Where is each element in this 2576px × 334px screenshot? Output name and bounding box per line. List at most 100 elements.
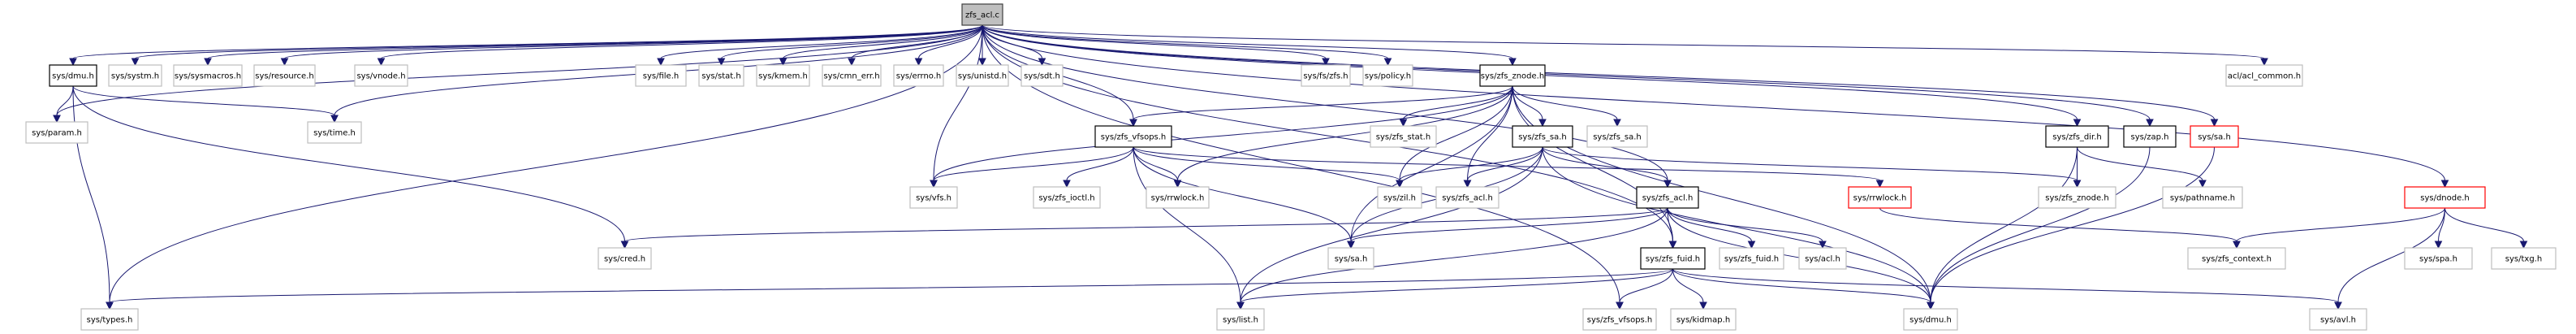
node-label: sys/zfs_vfsops.h [1587,316,1653,325]
edge-zfs_acl_c-to-sys_resource_h [280,24,983,67]
node-box [1033,186,1101,209]
node-sys-sa-h-red[interactable]: sys/sa.h [2190,125,2239,148]
node-sys-zfs-znode-h-ud: sys/zfs_znode.h [2038,186,2116,209]
node-label: sys/zil.h [1383,194,1416,203]
arrowhead-icon [1383,58,1392,67]
node-sys-zfs-stat-h: sys/zfs_stat.h [1370,125,1437,148]
node-box [1719,247,1784,270]
node-sys-rrwlock-h-red[interactable]: sys/rrwlock.h [1848,186,1912,209]
edge-sys_zfs_sa_h-to-sys_zfs_acl_h [1542,146,1672,189]
edge-line [1350,85,1513,242]
node-sys-policy-h: sys/policy.h [1362,64,1413,87]
node-sys-zfs-znode-h[interactable]: sys/zfs_znode.h [1479,64,1546,87]
node-sys-zap-h[interactable]: sys/zap.h [2123,125,2177,148]
node-sys-dnode-h[interactable]: sys/dnode.h [2404,186,2486,209]
edge-line [72,85,335,116]
node-box [2225,64,2303,87]
node-sys-kidmap-h: sys/kidmap.h [1670,308,1737,331]
node-sys-unistd-h: sys/unistd.h [956,64,1009,87]
node-box [756,64,810,87]
node-box [1370,125,1437,148]
node-label: sys/fs/zfs.h [1303,72,1348,81]
edge-line [1512,85,1673,242]
node-label: acl/acl_common.h [2228,72,2301,81]
arrowhead-icon [69,58,77,67]
node-box [961,3,1003,26]
edge-sys_zfs_sa_h-to-sys_zfs_znode_h_ud [1542,146,2082,189]
edge-line [933,85,1513,181]
node-sys-sysmacros-h: sys/sysmacros.h [173,64,243,87]
arrowhead-icon [1347,241,1355,249]
arrowhead-icon [1508,58,1517,67]
arrowhead-icon [2073,180,2082,189]
node-label: zfs_acl.c [965,11,999,20]
edge-line [982,24,1327,59]
arrowhead-icon [1613,119,1621,128]
edge-line [1403,85,1513,120]
edge-line [982,24,2445,181]
arrowhead-icon [2334,301,2342,310]
edge-zfs_acl_c-to-sys_file_h [657,24,983,67]
edge-line [721,24,983,59]
edge-sys_zfs_fuid_h-to-sys_dmu_h [1672,268,1935,310]
node-sys-zfs-fuid-h[interactable]: sys/zfs_fuid.h [1640,247,1706,270]
edge-line [624,207,1668,242]
edge-sys_zfs_znode_h-to-sys_zfs_acl_h_ud [1463,85,1513,189]
edge-zfs_acl_c-to-sys_zap_h [982,24,2154,128]
arrowhead-icon [1819,241,1827,249]
edge-line [1672,268,2339,303]
arrowhead-icon [330,115,339,124]
node-box [1301,64,1351,87]
node-box [1327,247,1374,270]
node-zfs-acl-c[interactable]: zfs_acl.c [961,3,1003,26]
node-label: sys/rrwlock.h [1853,194,1907,203]
arrowhead-icon [1663,180,1672,189]
edge-sys_zfs_dir_h-to-sys_pathname_h [2077,146,2207,189]
node-box [1670,308,1737,331]
edge-line [933,146,1134,181]
node-label: sys/pathname.h [2170,194,2235,203]
node-label: sys/types.h [87,316,133,325]
node-sys-dmu-h-top[interactable]: sys/dmu.h [49,64,97,87]
node-box [1479,64,1546,87]
node-label: sys/zfs_context.h [2202,255,2272,264]
node-sys-zfs-ioctl-h: sys/zfs_ioctl.h [1033,186,1101,209]
node-label: sys/zfs_fuid.h [1724,255,1779,264]
arrowhead-icon [2233,241,2241,249]
arrowhead-icon [1463,180,1472,189]
edge-sys_dmu_h_top-to-sys_time_h [72,85,339,124]
arrowhead-icon [1236,301,1245,310]
edge-sys_rrwlock_h_red-to-sys_zfs_context_h [1879,207,2241,249]
edge-line [1133,146,1880,181]
edge-zfs_acl_c-to-sys_dnode_h [982,24,2449,189]
edge-sys_zfs_znode_h-to-sys_zfs_sa_h_ud [1512,85,1621,128]
arrowhead-icon [2198,180,2207,189]
node-sys-time-h: sys/time.h [307,121,362,144]
node-sys-zfs-sa-h-ud: sys/zfs_sa.h [1586,125,1648,148]
arrowhead-icon [1396,180,1404,189]
edge-line [783,24,983,59]
node-sys-zfs-vfsops-h-ud: sys/zfs_vfsops.h [1582,308,1657,331]
edge-line [1542,146,2078,181]
edge-line [1667,207,1823,242]
edge-sys_zfs_znode_h-to-sys_zfs_sa_h [1512,85,1547,128]
node-box [635,64,687,87]
node-box [1094,125,1172,148]
node-box [1586,125,1648,148]
node-sys-zfs-acl-h[interactable]: sys/zfs_acl.h [1636,186,1699,209]
node-label: sys/zap.h [2131,133,2169,142]
node-sys-zfs-dir-h[interactable]: sys/zfs_dir.h [2045,125,2109,148]
node-sys-zfs-sa-h[interactable]: sys/zfs_sa.h [1512,125,1573,148]
arrowhead-icon [1875,180,1884,189]
arrowhead-icon [1399,119,1408,128]
node-sys-file-h: sys/file.h [635,64,687,87]
node-box [25,121,88,144]
arrowhead-icon [204,58,212,67]
node-box [2404,247,2473,270]
node-sys-zfs-vfsops-h[interactable]: sys/zfs_vfsops.h [1094,125,1172,148]
arrowhead-icon [1927,301,1935,310]
node-label: sys/kidmap.h [1676,316,1730,325]
edge-line [1542,146,1931,303]
node-sys-spa-h: sys/spa.h [2404,247,2473,270]
